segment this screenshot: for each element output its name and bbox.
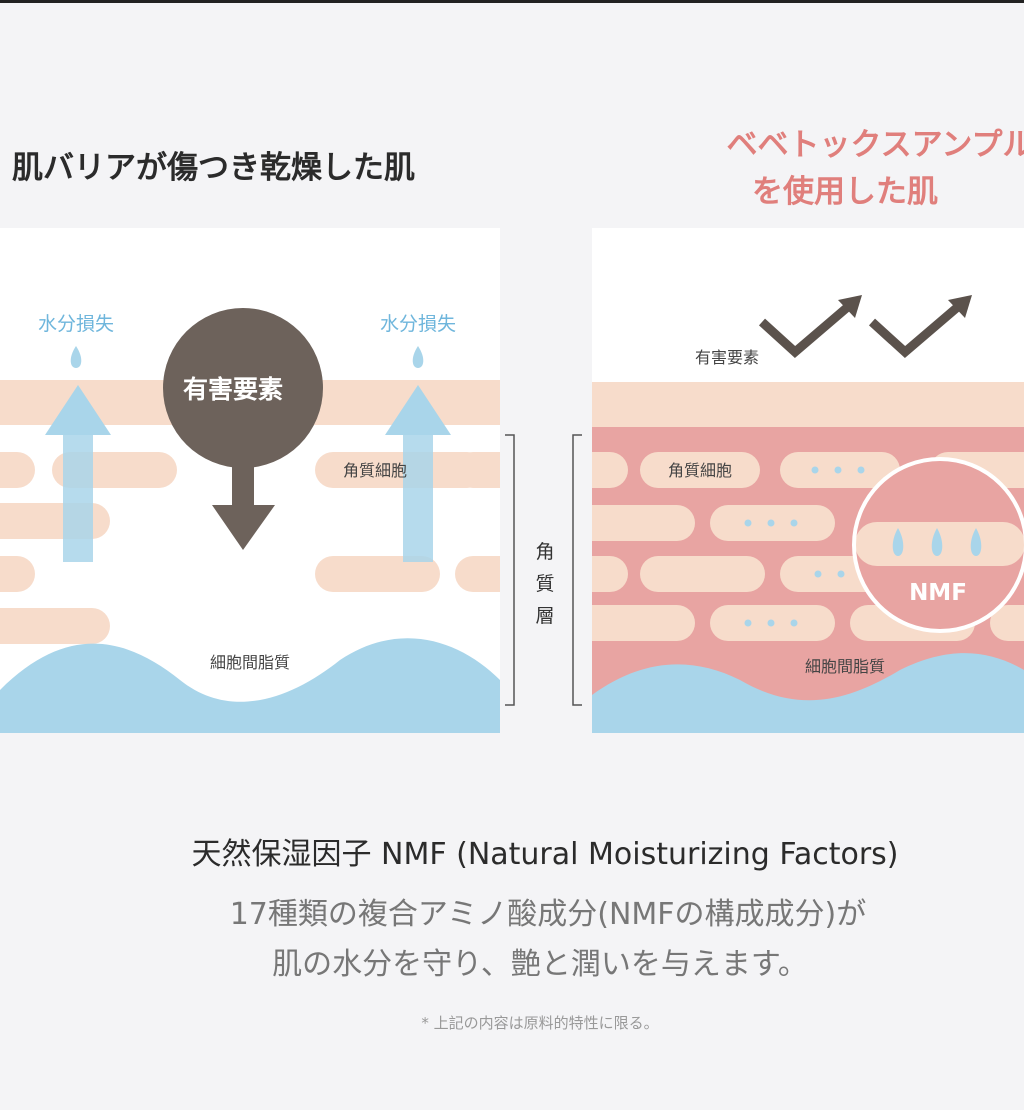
bracket-left — [505, 434, 515, 706]
down-arrow-icon — [212, 505, 275, 550]
nmf-magnifier: NMF — [852, 457, 1024, 633]
water-drop-icon — [70, 346, 82, 368]
water-loss-label-right: 水分損失 — [380, 313, 456, 335]
lipid-label: 細胞間脂質 — [805, 657, 885, 676]
lipid-wave — [592, 653, 1024, 733]
left-title: 肌バリアが傷つき乾燥した肌 — [12, 150, 415, 186]
caption-line2: 肌の水分を守り、艶と潤いを与えます。 — [272, 947, 808, 982]
stratum-char-2: 質 — [535, 573, 554, 595]
right-title-line1: ベベトックスアンプル — [727, 127, 1024, 163]
caption-line1: 17種類の複合アミノ酸成分(NMFの構成成分)が — [230, 897, 867, 932]
water-drop-icon — [892, 528, 904, 556]
keratinocyte-label: 角質細胞 — [343, 461, 407, 480]
nmf-label: NMF — [909, 580, 967, 606]
caption-heading: 天然保湿因子 NMF (Natural Moisturizing Factors… — [191, 837, 898, 872]
stratum-char-3: 層 — [535, 605, 554, 627]
water-drop-icon — [970, 528, 982, 556]
water-drop-icon — [412, 346, 424, 368]
bracket-right — [572, 434, 582, 706]
water-loss-arrow-right — [385, 385, 451, 562]
nmf-dots — [744, 466, 865, 627]
harmful-label: 有害要素 — [695, 348, 759, 367]
lipid-label: 細胞間脂質 — [210, 653, 290, 672]
water-drop-icon — [931, 528, 943, 556]
lipid-wave — [0, 638, 500, 733]
keratinocyte-label: 角質細胞 — [668, 461, 732, 480]
footnote: * 上記の内容は原料的特性に限る。 — [421, 1014, 658, 1032]
damaged-skin-panel: 有害要素 水分損失 水分損失 角質細胞 細胞間脂質 — [0, 228, 500, 733]
deflect-arrow-icon — [758, 301, 963, 358]
treated-skin-panel: NMF 有害要素 角質細胞 細胞間脂質 — [592, 228, 1024, 733]
top-edge — [0, 0, 1024, 3]
water-loss-label-left: 水分損失 — [38, 313, 114, 335]
stratum-char-1: 角 — [535, 541, 554, 563]
right-title-line2: を使用した肌 — [752, 174, 938, 210]
harmful-label: 有害要素 — [183, 375, 283, 404]
water-loss-arrow-left — [45, 385, 111, 562]
harmful-factor-circle — [163, 308, 323, 468]
